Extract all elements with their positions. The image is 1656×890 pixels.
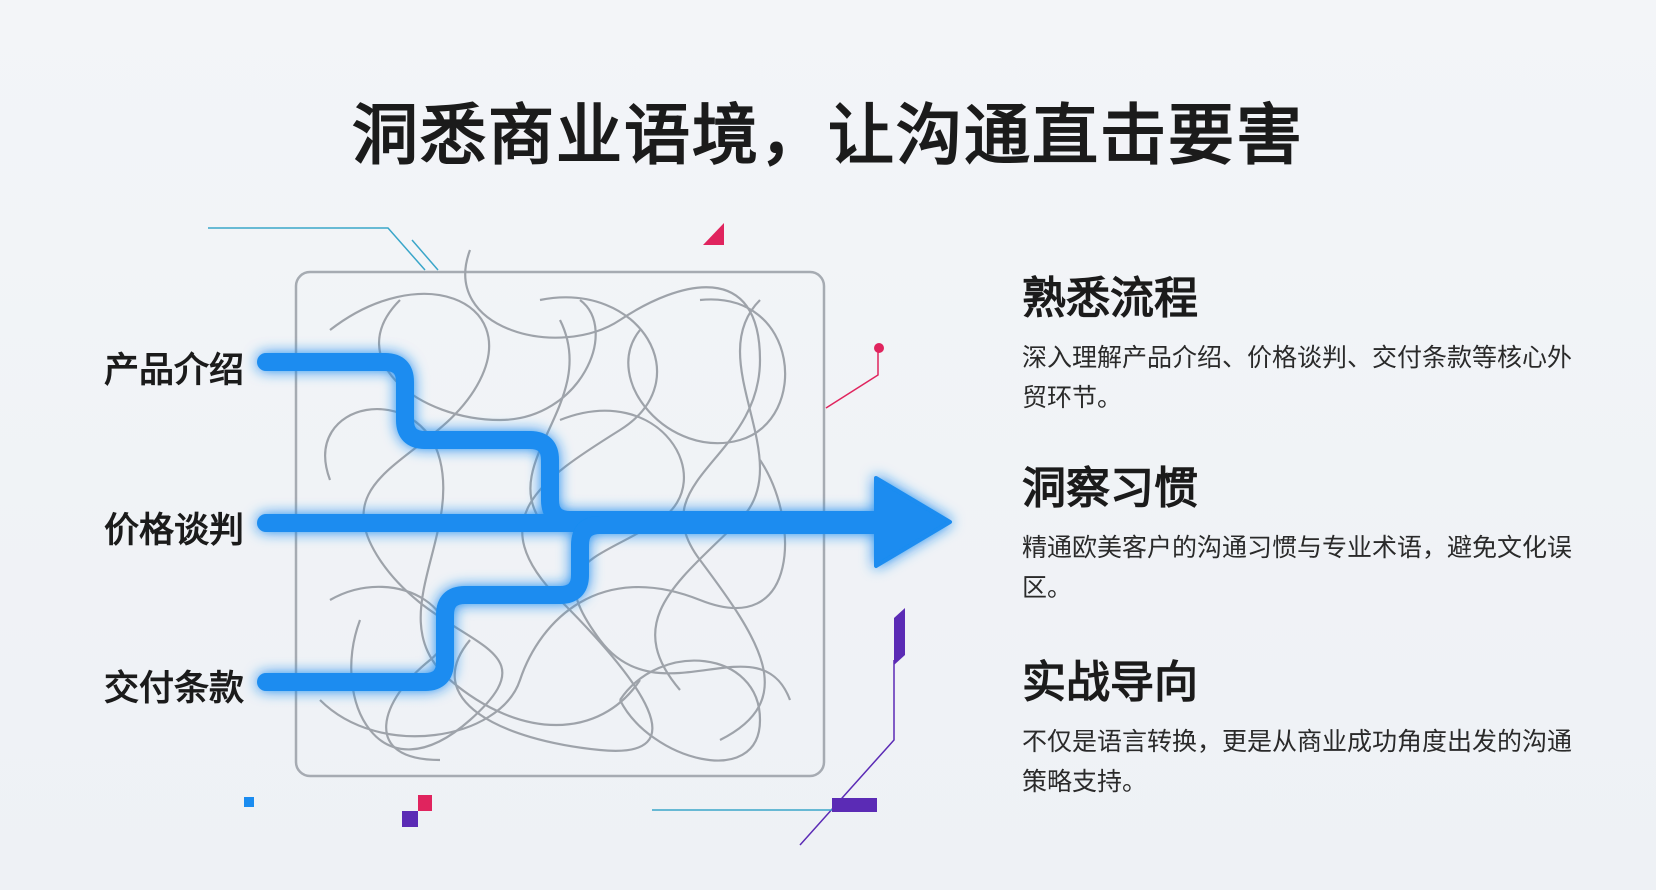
label-product-intro: 产品介绍: [104, 351, 245, 391]
feature-practical: 实战导向 不仅是语言转换，更是从商业成功角度出发的沟通策略支持。: [1022, 646, 1582, 802]
feature-desc: 精通欧美客户的沟通习惯与专业术语，避免文化误区。: [1022, 533, 1573, 602]
feature-desc: 深入理解产品介绍、价格谈判、交付条款等核心外贸环节。: [1022, 343, 1573, 412]
feature-insight-habits: 洞察习惯 精通欧美客户的沟通习惯与专业术语，避免文化误区。: [1022, 452, 1582, 608]
feature-title: 洞察习惯: [1022, 463, 1198, 514]
decorative-lines: [208, 223, 905, 846]
blue-arrow: [257, 353, 952, 691]
label-delivery-terms: 交付条款: [104, 669, 245, 709]
feature-desc: 不仅是语言转换，更是从商业成功角度出发的沟通策略支持。: [1022, 727, 1573, 796]
label-price-negotiation: 价格谈判: [104, 511, 245, 551]
page-title: 洞悉商业语境，让沟通直击要害: [352, 97, 1304, 174]
feature-title: 熟悉流程: [1022, 273, 1198, 324]
feature-title: 实战导向: [1022, 657, 1198, 708]
feature-familiar-process: 熟悉流程 深入理解产品介绍、价格谈判、交付条款等核心外贸环节。: [1022, 262, 1582, 418]
